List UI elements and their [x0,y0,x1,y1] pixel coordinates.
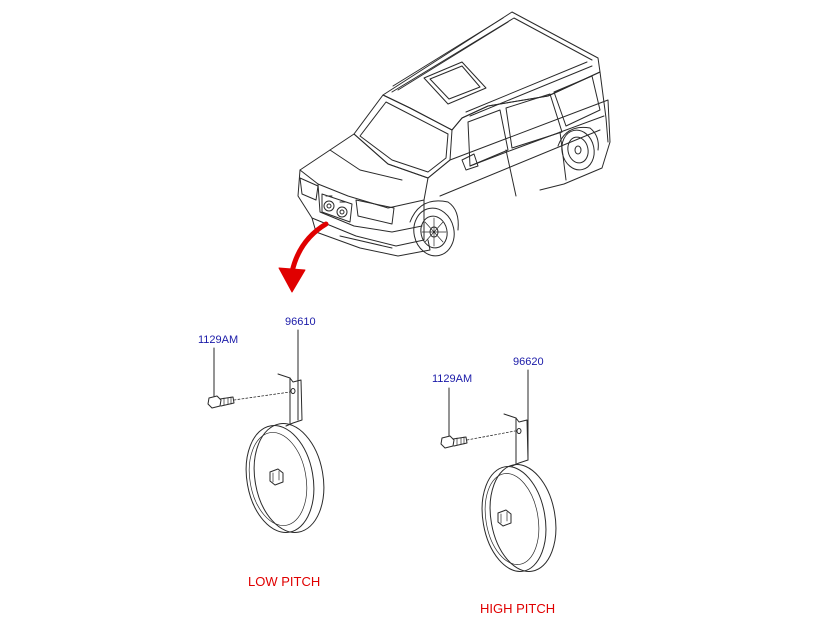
bolt-1129am-right [440,435,468,449]
caption-low-pitch: LOW PITCH [248,574,321,589]
caption-high-pitch: HIGH PITCH [480,601,556,616]
part-number-horn-high: 96620 [513,356,544,368]
low-pitch-horn-assembly [207,329,325,533]
part-number-bolt-right: 1129AM [432,373,473,385]
bolt-1129am-left [207,395,235,409]
location-arrow [278,221,329,293]
vehicle-illustration [297,11,611,257]
high-pitch-horn-assembly [440,369,557,572]
part-number-bolt-left: 1129AM [198,334,239,346]
part-number-horn-low: 96610 [285,316,316,328]
